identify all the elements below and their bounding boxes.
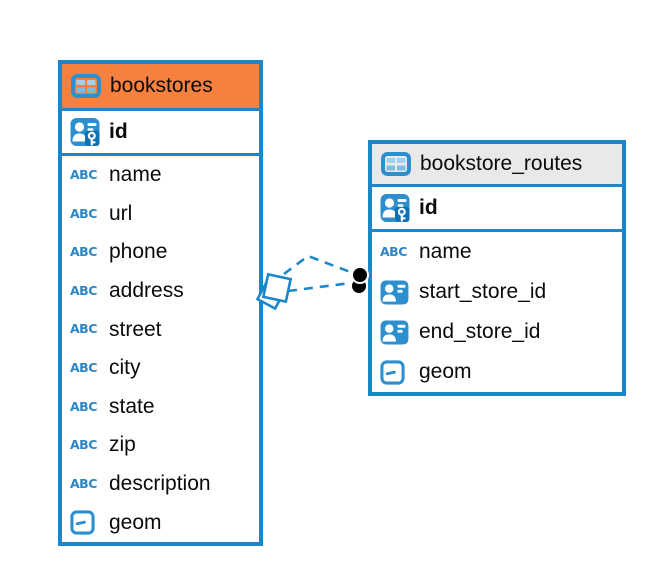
- relationship-endpoint-dot[interactable]: [350, 277, 368, 295]
- column-name: name: [419, 240, 472, 263]
- person-card-icon: [380, 320, 410, 345]
- column-name: end_store_id: [419, 320, 541, 343]
- column-row[interactable]: ABC address: [62, 272, 259, 311]
- column-name: start_store_id: [419, 280, 547, 303]
- geometry-icon: [380, 360, 410, 385]
- column-row[interactable]: ABC phone: [62, 233, 259, 272]
- column-row[interactable]: ABC city: [62, 349, 259, 388]
- abc-icon: ABC: [70, 167, 97, 183]
- person-key-icon: [380, 193, 410, 223]
- column-row[interactable]: end_store_id: [372, 312, 622, 352]
- column-name: street: [109, 317, 162, 341]
- abc-icon: ABC: [70, 321, 97, 337]
- column-name: url: [109, 201, 133, 225]
- column-row[interactable]: ABC zip: [62, 426, 259, 465]
- column-name: name: [109, 163, 162, 187]
- abc-icon: ABC: [70, 244, 97, 260]
- column-name: phone: [109, 240, 168, 264]
- column-row[interactable]: geom: [62, 503, 259, 542]
- abc-icon: ABC: [70, 398, 97, 414]
- abc-icon: ABC: [70, 282, 97, 298]
- column-name: description: [109, 472, 211, 496]
- abc-icon: ABC: [70, 437, 97, 453]
- relationship-edge[interactable]: [287, 281, 352, 293]
- column-name: address: [109, 279, 184, 303]
- column-row[interactable]: ABC name: [372, 232, 622, 272]
- column-row[interactable]: ABC state: [62, 388, 259, 427]
- column-name: geom: [419, 360, 472, 383]
- column-name: geom: [109, 510, 162, 534]
- column-row[interactable]: ABC url: [62, 195, 259, 234]
- relationship-endpoint-dot[interactable]: [351, 266, 369, 284]
- abc-icon: ABC: [70, 360, 97, 376]
- entity-header-bookstore-routes[interactable]: bookstore_routes: [372, 144, 622, 187]
- column-name: city: [109, 356, 141, 380]
- column-name: id: [109, 120, 128, 143]
- column-name: zip: [109, 433, 136, 457]
- geometry-icon: [70, 510, 100, 535]
- abc-icon: ABC: [70, 475, 97, 491]
- column-row[interactable]: ABC name: [62, 156, 259, 195]
- entity-header-bookstores[interactable]: bookstores: [62, 64, 259, 111]
- column-row[interactable]: ABC street: [62, 310, 259, 349]
- column-row[interactable]: ABC description: [62, 465, 259, 504]
- relationship-edge[interactable]: [283, 254, 354, 276]
- column-name: id: [419, 196, 438, 219]
- entity-title: bookstore_routes: [420, 152, 583, 175]
- column-row[interactable]: start_store_id: [372, 272, 622, 312]
- entity-title: bookstores: [110, 74, 213, 97]
- abc-icon: ABC: [70, 205, 97, 221]
- primary-key-row[interactable]: id: [372, 187, 622, 232]
- entity-bookstore-routes[interactable]: bookstore_routes id ABC name start_store…: [368, 140, 626, 396]
- column-name: state: [109, 394, 155, 418]
- table-icon: [381, 152, 411, 176]
- abc-icon: ABC: [380, 243, 407, 259]
- primary-key-row[interactable]: id: [62, 111, 259, 156]
- table-icon: [71, 74, 101, 98]
- person-key-icon: [70, 117, 100, 147]
- person-card-icon: [380, 280, 410, 305]
- entity-bookstores[interactable]: bookstores id ABC name ABC url ABC phone…: [58, 60, 263, 546]
- column-row[interactable]: geom: [372, 352, 622, 392]
